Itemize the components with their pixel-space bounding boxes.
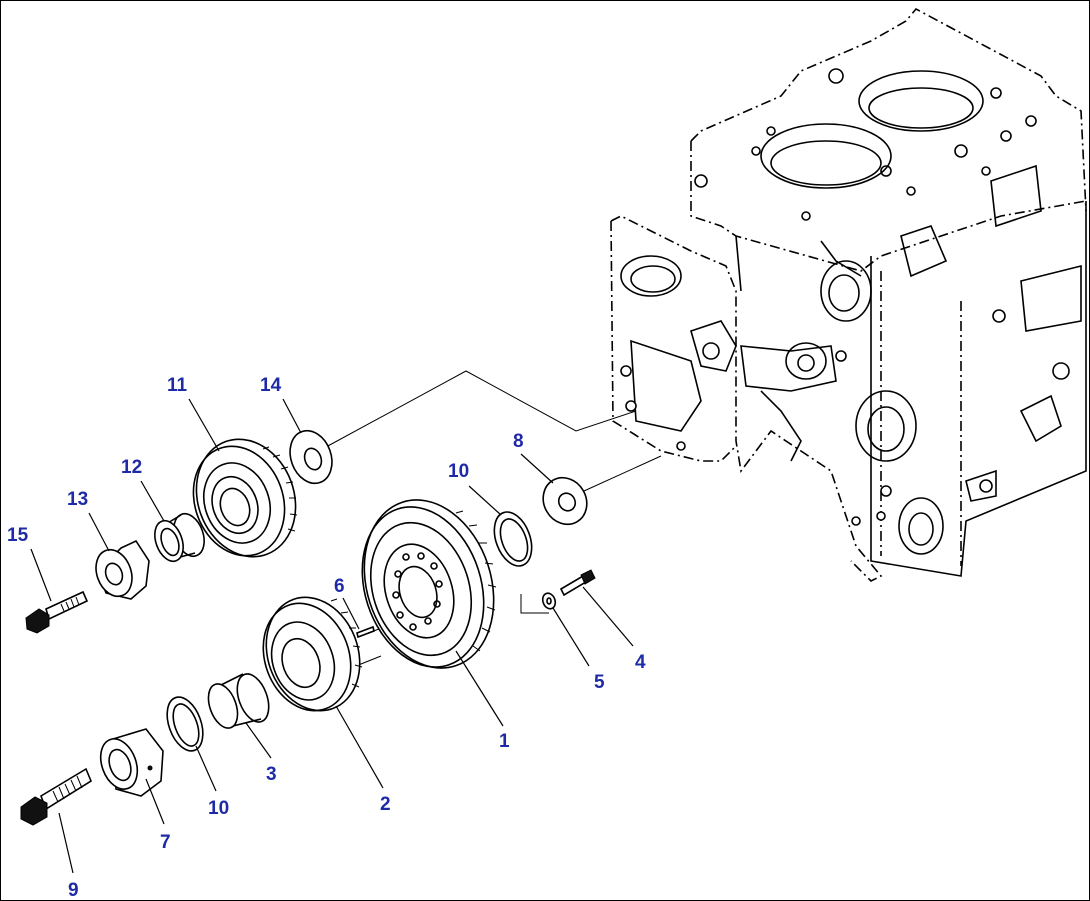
callout-9: 9 bbox=[68, 880, 79, 901]
callout-4: 4 bbox=[635, 652, 646, 673]
callout-8: 8 bbox=[513, 431, 524, 452]
callout-13: 13 bbox=[67, 489, 88, 510]
part-14-thrust-washer bbox=[289, 429, 333, 485]
callout-10-lower: 10 bbox=[208, 798, 229, 819]
callout-2: 2 bbox=[380, 794, 391, 815]
callout-6: 6 bbox=[334, 576, 345, 597]
leader-lines bbox=[30, 398, 634, 874]
part-10-thrust-ring-lower bbox=[166, 696, 204, 752]
part-7-shaft bbox=[99, 728, 164, 797]
callout-labels: 11 14 12 13 15 10 8 6 4 5 1 2 3 10 7 9 bbox=[7, 375, 646, 901]
part-12-bushing bbox=[154, 512, 205, 563]
callout-5: 5 bbox=[594, 672, 605, 693]
callout-15: 15 bbox=[7, 525, 29, 546]
callout-7: 7 bbox=[160, 832, 171, 853]
callout-12: 12 bbox=[121, 457, 142, 478]
part-11-idler-gear bbox=[192, 438, 298, 558]
callout-3: 3 bbox=[266, 764, 277, 785]
callout-10-upper: 10 bbox=[448, 461, 469, 482]
callout-1: 1 bbox=[499, 731, 510, 752]
engine-block bbox=[610, 7, 1087, 582]
part-4-bolt bbox=[559, 569, 596, 597]
part-13-idler-shaft bbox=[95, 539, 150, 600]
callout-14: 14 bbox=[260, 375, 282, 396]
part-9-bolt bbox=[20, 767, 92, 826]
part-1-timing-gear bbox=[361, 499, 497, 669]
part-5-washer bbox=[541, 592, 557, 610]
part-8-thrust-washer bbox=[542, 476, 588, 526]
part-15-bolt bbox=[25, 590, 89, 634]
part-2-gear bbox=[262, 596, 363, 712]
part-10-thrust-ring-upper bbox=[493, 511, 533, 567]
part-3-bushing bbox=[207, 673, 270, 729]
part-6-pin bbox=[356, 625, 375, 639]
callout-11: 11 bbox=[167, 375, 188, 396]
